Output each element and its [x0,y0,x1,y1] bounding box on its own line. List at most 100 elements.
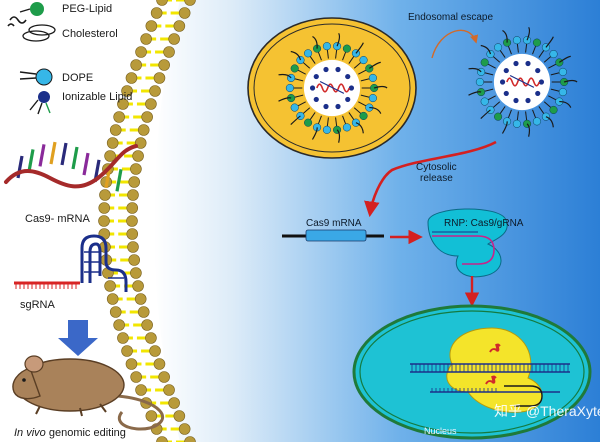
lipid-head [145,20,158,32]
legend-cholesterol-label: Cholesterol [62,28,118,40]
ionizable-lipid [535,90,541,97]
lipid-head [117,98,129,110]
lnp-head [322,125,331,134]
ionizable-lipid [503,67,509,74]
lipid-head [156,0,168,6]
lnp-released [468,26,578,137]
peg-chain [480,44,492,55]
rnp-complex [427,208,508,278]
ionizable-lipid [513,60,519,67]
lipid-head [98,215,110,227]
peg-chain [311,127,318,140]
cytosolic-label-line2: release [420,173,453,184]
ionizable-lipid [535,67,541,74]
peg-chain [336,32,341,47]
lipid-head [134,293,147,305]
mrna-base [27,149,35,172]
peg-chain [290,115,301,125]
ionizable-lipid [525,60,531,67]
lipid-head [149,345,161,357]
lnp-in-endosome [278,32,388,143]
lipid-head [140,33,152,45]
lipid-head [145,98,157,110]
mrna-base [71,146,79,170]
peg-chain [355,42,364,54]
legend-peg-label: PEG-Lipid [62,3,112,15]
ionizable-lipid [538,79,545,85]
cholesterol-icon [22,24,56,42]
rnp-label: RNP: Cas9/gRNA [444,218,524,229]
lipid-head [145,410,158,422]
lipid-head [126,215,138,227]
lipid-head [135,46,147,58]
lipid-head [141,111,153,123]
lnp-head [512,36,521,45]
cytosol-cas9-mrna [282,229,384,242]
peg-chain [480,109,491,119]
peg-chain [501,121,508,134]
lnp-head [368,73,377,82]
mrna-base [115,169,123,192]
lipid-head [125,358,138,370]
lnp-head [304,49,313,58]
peg-chain [563,79,578,83]
peg-chain [526,26,531,41]
lipid-head [173,410,186,422]
lipid-head [99,189,111,201]
endosomal-escape-arrow [431,29,479,59]
lipid-head [121,85,133,97]
peg-chain [558,55,571,63]
mrna-base [60,142,68,166]
lipid-head [130,371,142,383]
encapsulated-rna [509,74,535,88]
cas9-dna-complex [410,327,570,413]
lnp-head [322,42,331,51]
lnp-head [304,118,313,127]
lipid-head [128,176,141,188]
ionizable-lipid [503,90,509,97]
lipid-head [158,371,170,383]
lipid-head [126,202,139,214]
ionizable-lipid [345,73,351,80]
encapsulated-rna [319,80,345,94]
in-vivo-italic: In vivo [14,427,46,439]
lipid-head [109,124,122,136]
lipid-head [130,267,142,279]
peg-chain [290,50,302,61]
ionizable-lipid [499,79,506,85]
cas9-mrna-illustration [4,141,138,192]
ionizable-lipid [313,73,319,80]
lipid-head [132,280,144,292]
ionizable-lipid [313,96,319,103]
peg-chain [368,61,381,69]
lipid-head [130,163,142,175]
ionizable-lipid [348,85,355,91]
lipid-head [168,397,180,409]
ionizable-lipid-icon [29,91,51,115]
lipid-head [104,150,116,162]
lipid-head [128,254,141,266]
ionizable-lipid [335,66,341,73]
lnp-head [290,64,299,73]
ionizable-lipid [309,85,316,91]
peg-lipid-icon [7,2,44,27]
lipid-head [109,306,122,318]
mrna-base [82,152,90,176]
lipid-head [104,280,116,292]
lipid-head [141,319,153,331]
lipid-head [178,423,191,435]
ionizable-lipid [335,103,341,110]
lipid-head [137,124,150,136]
peg-chain [278,97,292,102]
lnp-head [342,44,351,53]
lipid-head [125,72,138,84]
lipid-head [98,202,111,214]
peg-chain [559,100,572,108]
cas9-mrna-label: Cas9- mRNA [25,213,90,225]
ionizable-lipid [323,103,329,110]
lipid-head [163,46,175,58]
lipid-head [178,7,191,19]
lnp-head [549,105,558,114]
lnp-head [494,43,503,52]
lnp-head [342,123,351,132]
